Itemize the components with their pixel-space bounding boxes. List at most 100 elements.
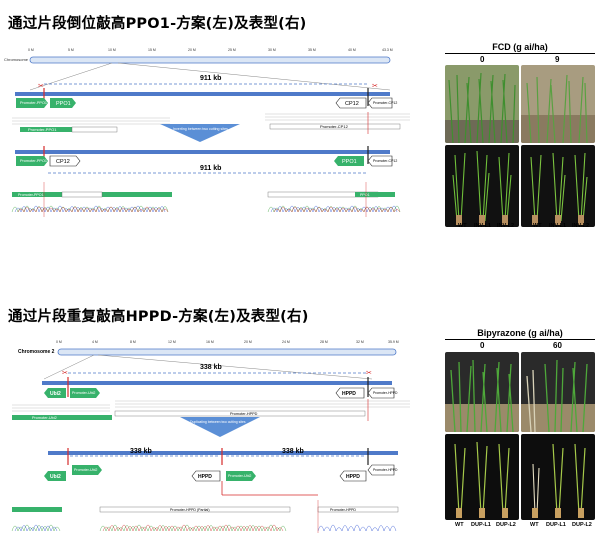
cp12-gene bbox=[335, 97, 367, 109]
photo-label: WT bbox=[455, 522, 464, 528]
photo-label: DUP-L2 bbox=[496, 522, 516, 528]
tick: 0 M bbox=[28, 48, 34, 52]
bottom-title: 通过片段重复敲高HPPD-方案(左)及表型(右) bbox=[8, 309, 309, 325]
scissors-icon: ✂ bbox=[62, 370, 68, 377]
chrom-label: Chromosome bbox=[4, 57, 29, 62]
top-title: 通过片段倒位敲高PPO1-方案(左)及表型(右) bbox=[8, 16, 307, 32]
svg-text:Promoter-HPPD: Promoter-HPPD bbox=[230, 412, 258, 416]
tick: 35.9 M bbox=[388, 340, 399, 344]
svg-text:HPPD: HPPD bbox=[198, 474, 212, 480]
sequence-block-right bbox=[115, 400, 410, 408]
bottom-photo-2 bbox=[445, 434, 519, 520]
promoter-ubi2-block bbox=[226, 471, 256, 481]
tick: 10 M bbox=[108, 48, 116, 52]
svg-text:CP12: CP12 bbox=[345, 101, 359, 107]
tick: 35 M bbox=[308, 48, 316, 52]
bottom-photo-3 bbox=[521, 434, 595, 520]
promoter-ubi2-block bbox=[70, 388, 100, 398]
ubi2-gene bbox=[44, 388, 66, 398]
svg-text:338 kb: 338 kb bbox=[282, 448, 304, 455]
sequence-block-right bbox=[265, 113, 410, 121]
hppd-duplication-diagram: Chromosome 2 0 M 4 M 8 M 12 M 16 M 20 M … bbox=[11, 340, 410, 533]
tick: 28 M bbox=[320, 340, 328, 344]
chromatogram-left: Promoter-PPO1 bbox=[11, 182, 172, 217]
promoter-hppd-block bbox=[367, 464, 395, 476]
svg-text:Promoter-PPO1: Promoter-PPO1 bbox=[18, 193, 44, 197]
photo-label: DUP-L1 bbox=[546, 522, 566, 528]
photo-label: WT bbox=[530, 522, 539, 528]
hppd-gene bbox=[191, 470, 221, 482]
svg-text:Promoter-Ubi2: Promoter-Ubi2 bbox=[74, 468, 97, 472]
sequence-block-left bbox=[12, 404, 110, 412]
svg-text:911 kb: 911 kb bbox=[200, 165, 221, 172]
ubi2-gene bbox=[44, 471, 66, 481]
promoter-ppo1-block bbox=[16, 156, 48, 166]
photo-label: INV-L2 bbox=[572, 223, 590, 229]
svg-text:Promoter-Ubi2: Promoter-Ubi2 bbox=[72, 391, 95, 395]
tick: 43.3 M bbox=[382, 48, 393, 52]
tick: 4 M bbox=[92, 340, 98, 344]
promoter-cp12-block bbox=[367, 155, 393, 167]
svg-text:Promoter-HPPD: Promoter-HPPD bbox=[330, 508, 356, 512]
svg-text:Promoter-Ubi2: Promoter-Ubi2 bbox=[228, 474, 251, 478]
photo-label: WT bbox=[458, 223, 467, 229]
inversion-arrow bbox=[160, 124, 240, 142]
chrom-ticks: 0 M 5 M 10 M 15 M 20 M 25 M 30 M 35 M 40… bbox=[28, 48, 393, 52]
duplication-arrow bbox=[180, 417, 260, 437]
chromosome-bar bbox=[29, 56, 391, 64]
hppd-gene bbox=[339, 470, 367, 482]
tick: 12 M bbox=[168, 340, 176, 344]
promoter-cp12-block bbox=[367, 97, 393, 109]
svg-text:Promoter-PPO1: Promoter-PPO1 bbox=[20, 159, 47, 163]
inverting-note: Inverting between two cutting sites bbox=[173, 127, 228, 131]
tick: 24 M bbox=[282, 340, 290, 344]
svg-text:PPO1: PPO1 bbox=[56, 101, 71, 107]
scissors-icon: ✂ bbox=[372, 83, 378, 90]
promoter-ubi2-block bbox=[72, 465, 102, 475]
chrom-label: Chromosome 2 bbox=[18, 349, 55, 355]
svg-text:Ubi2: Ubi2 bbox=[50, 474, 61, 480]
tick: 20 M bbox=[188, 48, 196, 52]
tick: 40 M bbox=[348, 48, 356, 52]
top-photo-3 bbox=[521, 145, 595, 227]
chromatogram-bottom: Promoter-HPPD (Partial) Promoter-HPPD bbox=[11, 500, 399, 533]
svg-text:Promoter-CP12: Promoter-CP12 bbox=[320, 124, 349, 129]
photo-label: WT bbox=[533, 223, 542, 229]
photo-label: INV-L1 bbox=[474, 223, 492, 229]
photo-label: DUP-L1 bbox=[471, 522, 491, 528]
photo-label: INV-L1 bbox=[549, 223, 567, 229]
svg-text:HPPD: HPPD bbox=[342, 391, 356, 397]
tick: 16 M bbox=[206, 340, 214, 344]
cp12-gene bbox=[49, 155, 81, 167]
top-photo-0 bbox=[445, 65, 519, 143]
ppo1-gene bbox=[50, 98, 76, 108]
chromosome-bar bbox=[57, 348, 397, 356]
top-phenotype-header: FCD (g ai/ha) bbox=[492, 42, 548, 52]
tick: 15 M bbox=[148, 48, 156, 52]
svg-text:CP12: CP12 bbox=[56, 159, 70, 165]
svg-text:Promoter-Ubi2: Promoter-Ubi2 bbox=[32, 416, 57, 420]
chrom-ticks: 0 M 4 M 8 M 12 M 16 M 20 M 24 M 28 M 32 … bbox=[56, 340, 399, 344]
duplicating-note: Duplicating between two cutting sites bbox=[190, 420, 246, 424]
dose-label: 60 bbox=[553, 341, 562, 350]
svg-text:Ubi2: Ubi2 bbox=[50, 391, 61, 397]
top-photo-1 bbox=[521, 65, 595, 143]
tick: 30 M bbox=[268, 48, 276, 52]
svg-text:338 kb: 338 kb bbox=[130, 448, 152, 455]
tick: 20 M bbox=[244, 340, 252, 344]
svg-text:Promoter-CP12: Promoter-CP12 bbox=[373, 159, 397, 163]
svg-text:Promoter-HPPD (Partial): Promoter-HPPD (Partial) bbox=[170, 508, 210, 512]
svg-text:Promoter-HPPD: Promoter-HPPD bbox=[373, 391, 398, 395]
photo-label: INV-L2 bbox=[497, 223, 515, 229]
bottom-phenotype-header: Bipyrazone (g ai/ha) bbox=[477, 328, 563, 338]
scissors-icon: ✂ bbox=[366, 370, 372, 377]
svg-text:Promoter-PPO1: Promoter-PPO1 bbox=[20, 101, 47, 105]
svg-text:PPO1: PPO1 bbox=[342, 159, 357, 165]
photo-label: DUP-L2 bbox=[572, 522, 592, 528]
svg-text:PPO1: PPO1 bbox=[360, 193, 370, 197]
tick: 32 M bbox=[356, 340, 364, 344]
chromatogram-right: PPO1 bbox=[267, 182, 401, 217]
distance-label: 911 kb bbox=[200, 75, 221, 82]
dose-label: 0 bbox=[480, 341, 485, 350]
promoter-hppd-block bbox=[367, 387, 395, 399]
